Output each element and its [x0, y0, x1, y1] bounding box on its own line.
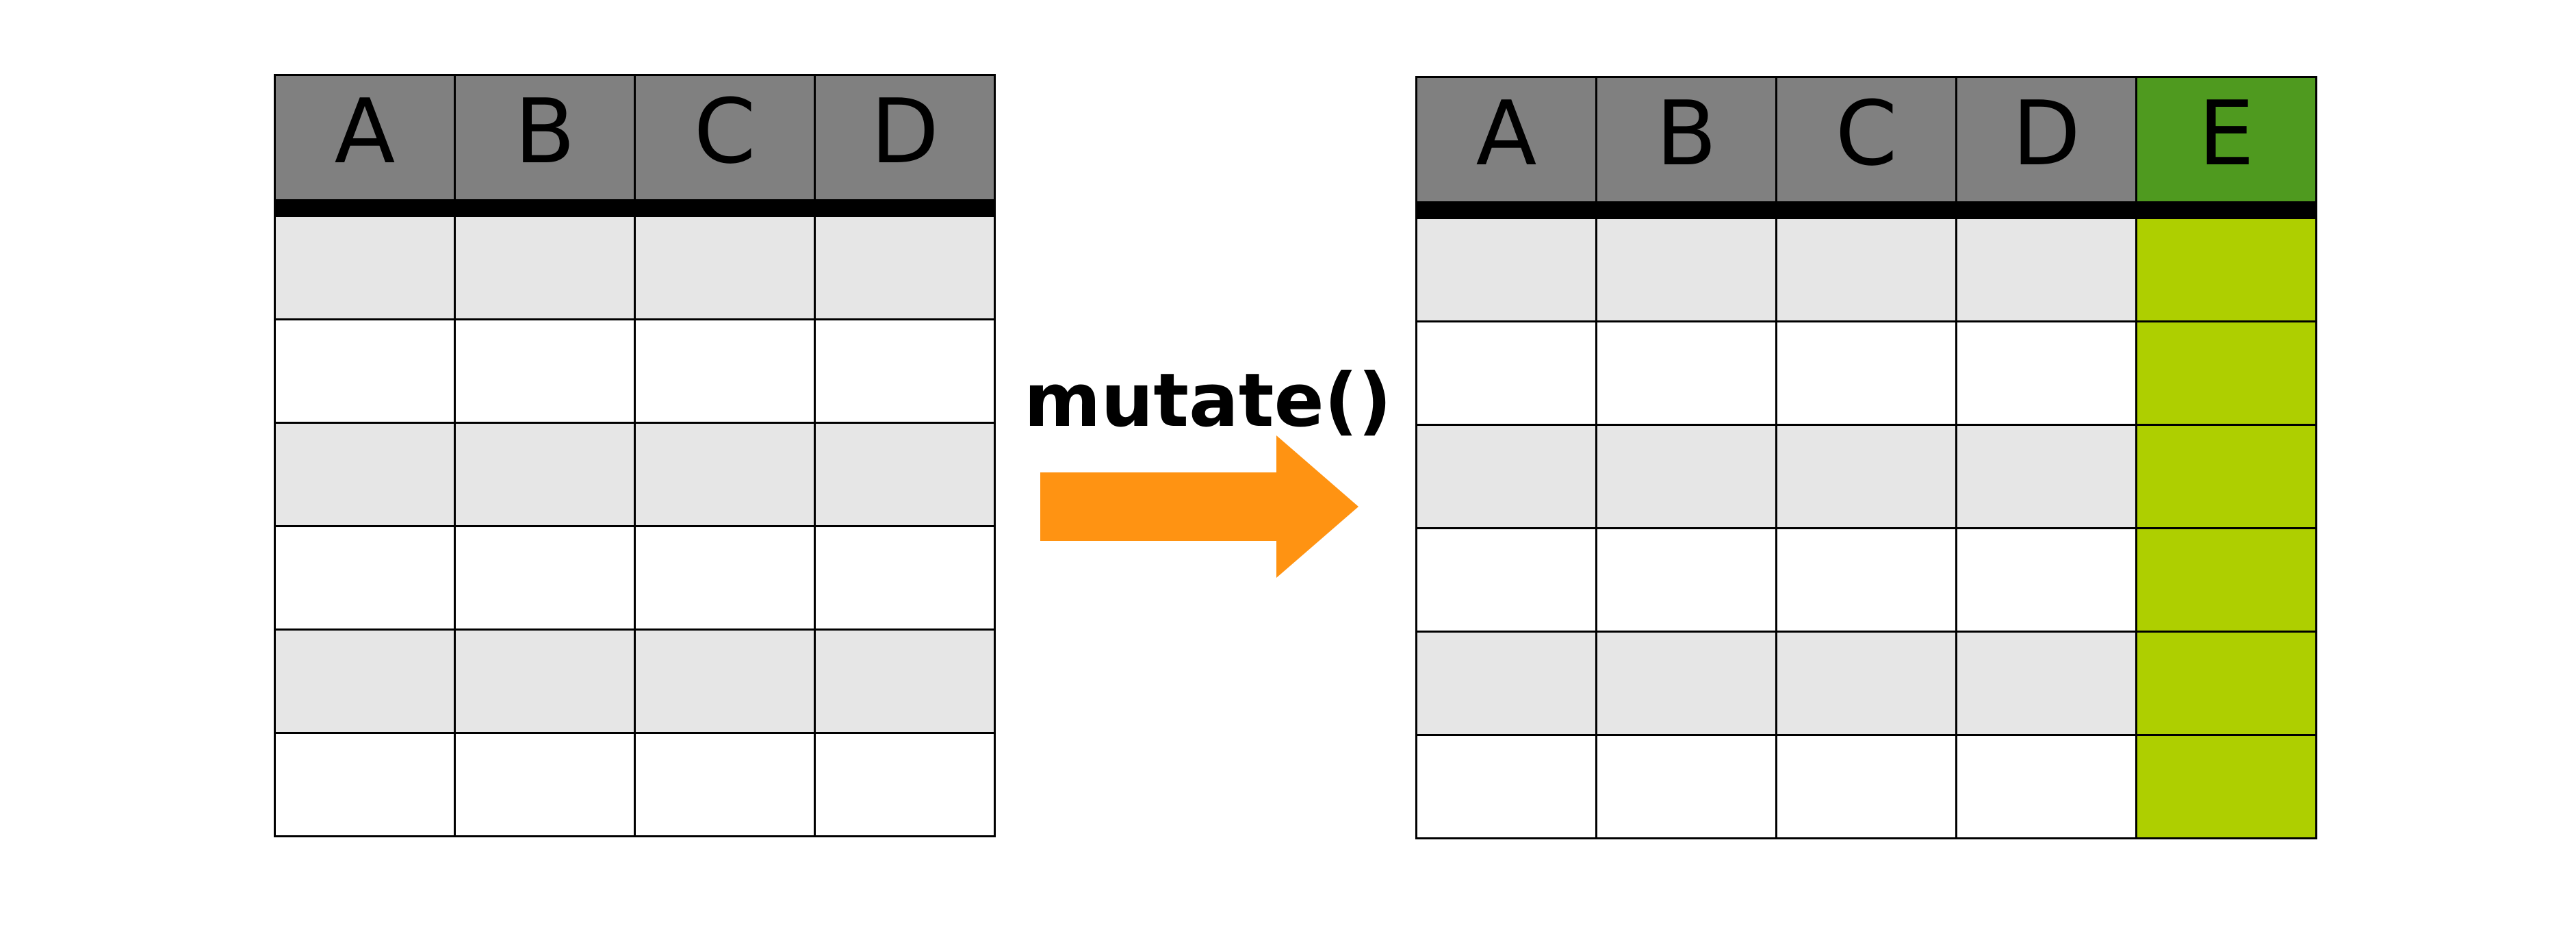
right-arrow-icon [1040, 435, 1358, 578]
input-table-cell-a [274, 318, 456, 424]
input-table-row [274, 524, 996, 631]
output-table-body [1415, 209, 2317, 839]
output-table-cell-e-new [2135, 526, 2317, 633]
input-table-cell-c [634, 207, 816, 320]
input-table-cell-b [454, 207, 636, 320]
output-table-row [1415, 320, 2317, 426]
input-table-header-a: A [274, 74, 456, 209]
input-table-header-d: D [814, 74, 996, 209]
input-table-cell-d [814, 628, 996, 734]
input-table-row [274, 318, 996, 424]
input-table-cell-c [634, 421, 816, 527]
output-table-row [1415, 733, 2317, 839]
input-table-cell-c [634, 318, 816, 424]
input-table-cell-b [454, 731, 636, 837]
input-table-cell-c [634, 524, 816, 631]
output-table-cell-a [1415, 320, 1597, 426]
output-table-cell-d [1955, 209, 2137, 322]
input-table-cell-d [814, 207, 996, 320]
output-table-cell-e-new [2135, 423, 2317, 529]
input-table-cell-d [814, 731, 996, 837]
output-table-header-a: A [1415, 76, 1597, 211]
input-table-row [274, 628, 996, 734]
input-table-header-c: C [634, 74, 816, 209]
output-table-cell-b [1595, 630, 1777, 736]
input-table-cell-b [454, 628, 636, 734]
output-table-cell-c [1775, 423, 1957, 529]
input-table-cell-d [814, 421, 996, 527]
output-table-row [1415, 209, 2317, 322]
input-table-cell-b [454, 421, 636, 527]
output-table-header-d: D [1955, 76, 2137, 211]
output-table-cell-d [1955, 630, 2137, 736]
input-table-cell-d [814, 524, 996, 631]
input-table-cell-c [634, 628, 816, 734]
output-table-row [1415, 423, 2317, 529]
output-table-cell-c [1775, 209, 1957, 322]
output-table-cell-e-new [2135, 209, 2317, 322]
output-table-cell-e-new [2135, 733, 2317, 839]
input-table-cell-a [274, 207, 456, 320]
output-table-cell-b [1595, 423, 1777, 529]
output-table-cell-e-new [2135, 630, 2317, 736]
output-table-cell-a [1415, 423, 1597, 529]
output-table-cell-d [1955, 423, 2137, 529]
output-table-cell-c [1775, 630, 1957, 736]
output-table-header-b: B [1595, 76, 1777, 211]
output-table-row [1415, 630, 2317, 736]
input-table-cell-a [274, 421, 456, 527]
arrow-shape [1040, 435, 1358, 578]
input-table-row [274, 421, 996, 527]
output-table-cell-c [1775, 733, 1957, 839]
output-table-cell-c [1775, 526, 1957, 633]
input-table-cell-c [634, 731, 816, 837]
output-table-header-c: C [1775, 76, 1957, 211]
output-table-cell-a [1415, 209, 1597, 322]
output-table-cell-a [1415, 630, 1597, 736]
input-table-cell-a [274, 628, 456, 734]
output-table-cell-b [1595, 320, 1777, 426]
input-table-row [274, 731, 996, 837]
input-table-row [274, 207, 996, 320]
input-table-body [274, 207, 996, 837]
output-table-row [1415, 526, 2317, 633]
output-table-cell-d [1955, 526, 2137, 633]
input-table-cell-a [274, 731, 456, 837]
output-table-cell-a [1415, 526, 1597, 633]
input-table-cell-d [814, 318, 996, 424]
output-table-cell-c [1775, 320, 1957, 426]
output-table-cell-d [1955, 320, 2137, 426]
output-table-cell-b [1595, 209, 1777, 322]
output-table-cell-e-new [2135, 320, 2317, 426]
input-table-cell-b [454, 318, 636, 424]
input-table-cell-b [454, 524, 636, 631]
output-table-cell-a [1415, 733, 1597, 839]
input-table-cell-a [274, 524, 456, 631]
output-table-header-e-new: E [2135, 76, 2317, 211]
output-table-cell-b [1595, 526, 1777, 633]
output-table-cell-b [1595, 733, 1777, 839]
input-table-header-b: B [454, 74, 636, 209]
output-table-cell-d [1955, 733, 2137, 839]
operation-label: mutate() [1024, 358, 1392, 444]
